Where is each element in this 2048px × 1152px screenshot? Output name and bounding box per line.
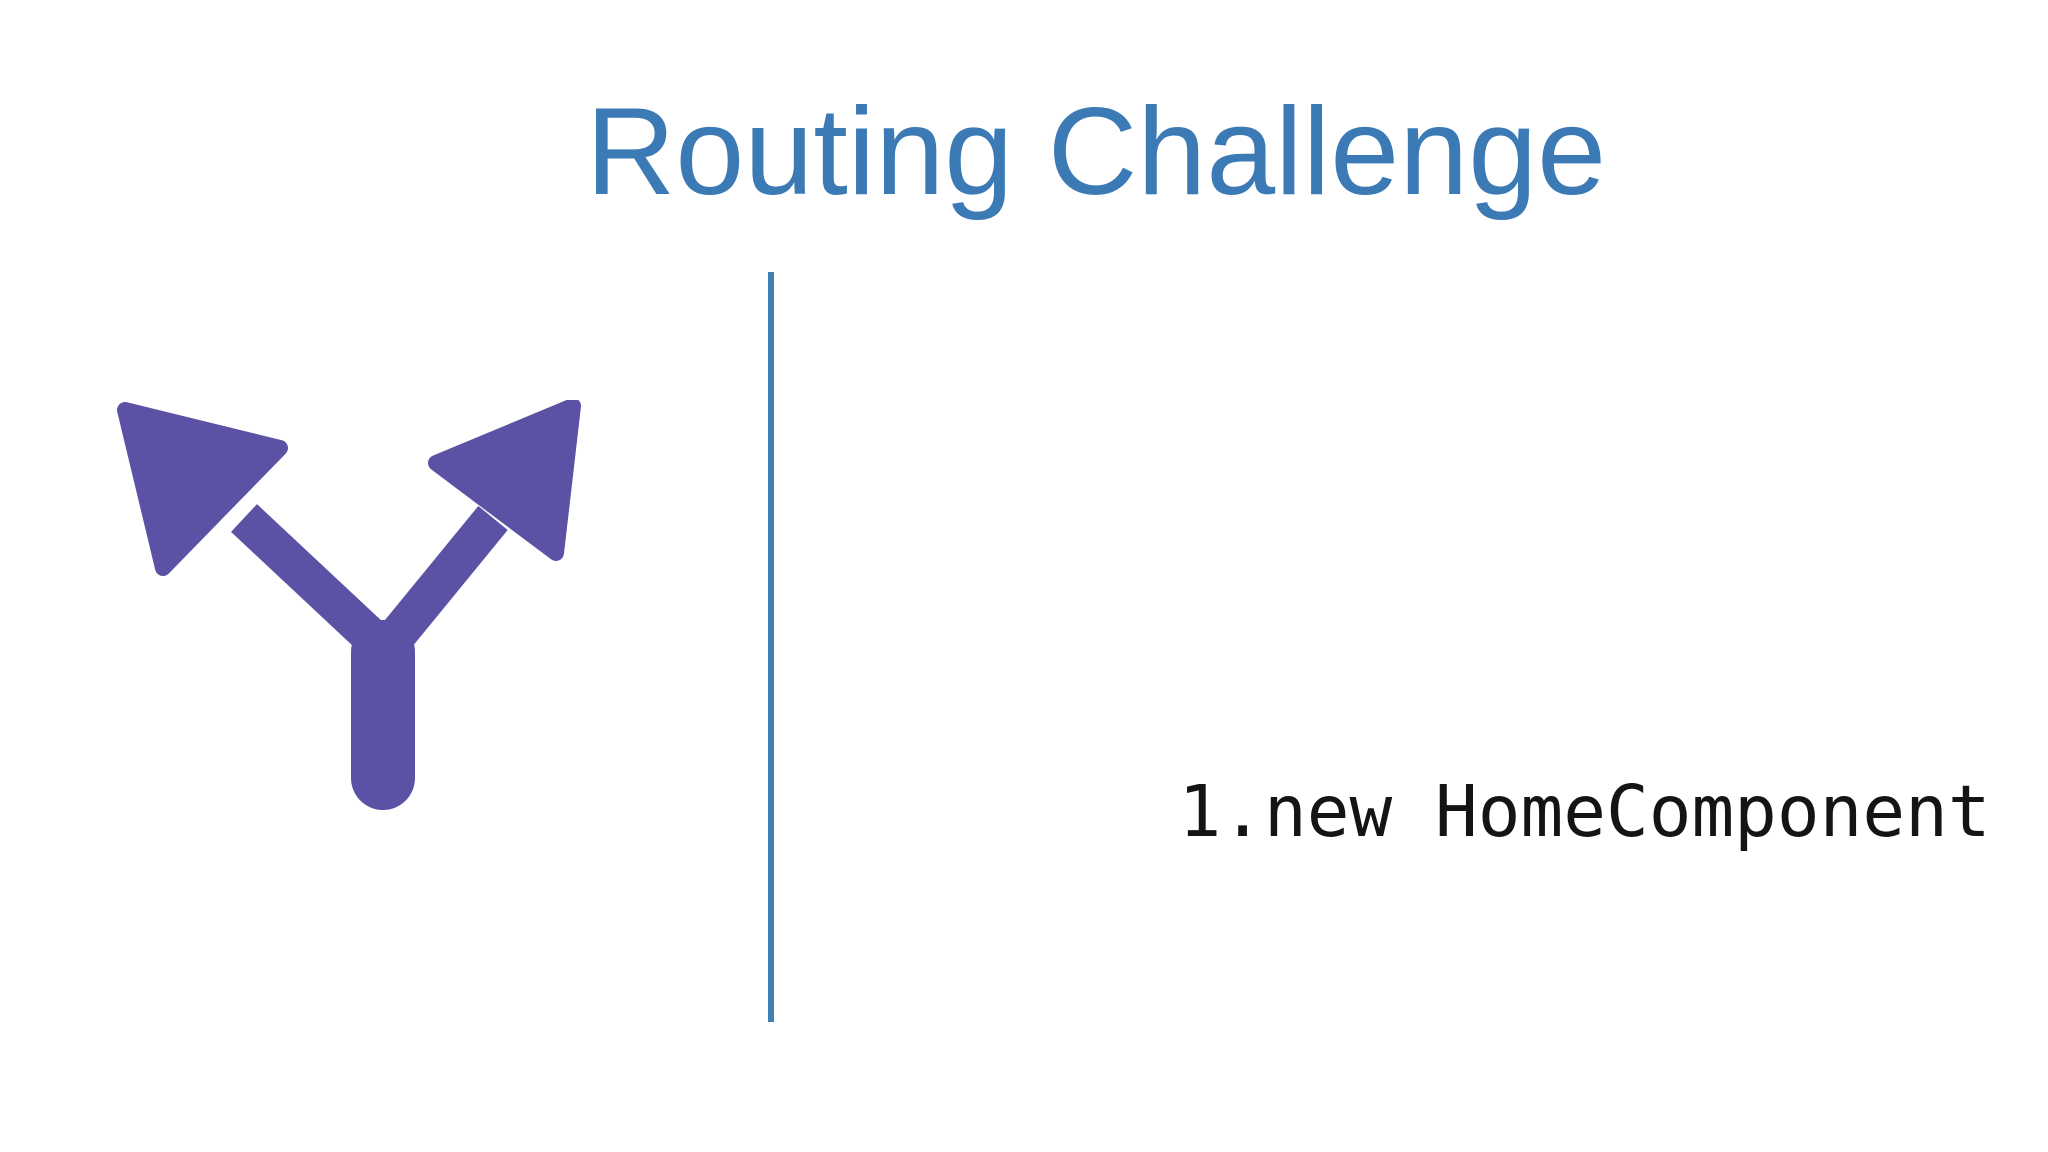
steps-list: 1.new HomeComponent 2.set as default 3.a… [922,378,1991,1152]
step-item-1: 1.new HomeComponent [922,626,1991,998]
slide-title: Routing Challenge [585,83,1607,221]
step-1-text: new HomeComponent [1263,770,1991,853]
vertical-divider [768,272,774,1022]
split-arrows-icon [117,400,581,810]
step-1-marker: 1. [1178,770,1264,853]
